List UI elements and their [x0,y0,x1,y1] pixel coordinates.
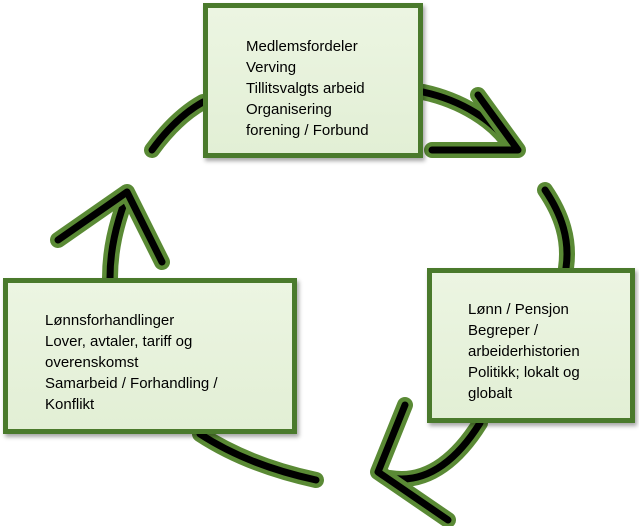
box-text-line: Politikk; lokalt og [468,364,580,381]
box-text-line: arbeiderhistorien [468,343,580,360]
box-text-line: Verving [246,59,297,76]
box-text-line: Begreper / [468,322,539,339]
box-text-line: Konflikt [45,396,95,413]
box-text-line: Tillitsvalgts arbeid [246,80,365,97]
box-text-line: Lønnsforhandlinger [45,312,175,329]
arrow-left-to-top [50,184,170,286]
arrow-top-to-right [415,84,526,158]
arc-top-left [144,94,211,158]
box-text-line: Medlemsfordeler [246,38,358,55]
box-text-line: globalt [468,385,513,402]
arrow-right-to-left [370,397,488,526]
box-text-line: Organisering [246,101,332,118]
box-text-line: Samarbeid / Forhandling / [45,375,218,392]
arc-bottom [192,426,324,488]
box-membership: Medlemsfordeler Verving Tillitsvalgts ar… [203,3,423,158]
box-text-line: overenskomst [45,354,139,371]
box-text-line: Lønn / Pensjon [468,301,569,318]
box-text-line: forening / Forbund [246,122,369,139]
arc-right [537,182,575,276]
box-wage-negotiations: Lønnsforhandlinger Lover, avtaler, tarif… [3,278,297,434]
box-wages-pension: Lønn / Pensjon Begreper / arbeiderhistor… [427,268,635,423]
box-text-line: Lover, avtaler, tariff og [45,333,193,350]
